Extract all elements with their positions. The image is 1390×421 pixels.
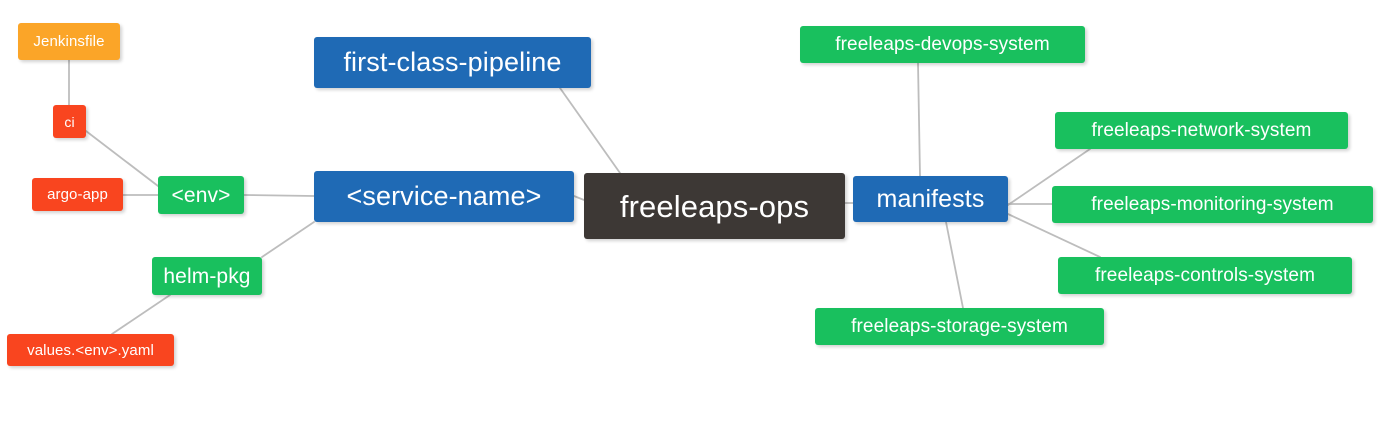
node-label-freeleaps-ops: freeleaps-ops <box>619 188 810 224</box>
node-label-env: <env> <box>171 183 231 207</box>
node-jenkinsfile[interactable]: Jenkinsfile <box>18 23 120 60</box>
node-env[interactable]: <env> <box>158 176 244 214</box>
edge-env-to-service-name <box>243 194 315 197</box>
node-label-freeleaps-devops-system: freeleaps-devops-system <box>835 34 1050 55</box>
node-first-class-pipeline[interactable]: first-class-pipeline <box>314 37 591 88</box>
node-label-ci: ci <box>64 113 75 130</box>
node-label-helm-pkg: helm-pkg <box>163 264 251 288</box>
edge-service-name-to-helm-pkg <box>261 221 315 258</box>
node-argo-app[interactable]: argo-app <box>32 178 123 211</box>
node-label-argo-app: argo-app <box>47 186 108 203</box>
node-freeleaps-network-system[interactable]: freeleaps-network-system <box>1055 112 1348 149</box>
node-freeleaps-storage-system[interactable]: freeleaps-storage-system <box>815 308 1104 345</box>
node-manifests[interactable]: manifests <box>853 176 1008 222</box>
node-freeleaps-devops-system[interactable]: freeleaps-devops-system <box>800 26 1085 63</box>
node-label-freeleaps-storage-system: freeleaps-storage-system <box>851 316 1068 337</box>
edge-service-name-to-freeleaps-ops <box>573 195 585 201</box>
edge-manifests-to-freeleaps-devops-system <box>917 62 921 177</box>
node-label-first-class-pipeline: first-class-pipeline <box>343 47 562 77</box>
node-label-freeleaps-network-system: freeleaps-network-system <box>1091 120 1312 141</box>
node-freeleaps-ops[interactable]: freeleaps-ops <box>584 173 845 239</box>
node-values-yaml[interactable]: values.<env>.yaml <box>7 334 174 366</box>
node-freeleaps-monitoring-system[interactable]: freeleaps-monitoring-system <box>1052 186 1373 223</box>
node-label-manifests: manifests <box>876 184 985 213</box>
node-label-jenkinsfile: Jenkinsfile <box>33 33 105 50</box>
node-label-freeleaps-controls-system: freeleaps-controls-system <box>1094 265 1316 286</box>
node-helm-pkg[interactable]: helm-pkg <box>152 257 262 295</box>
node-ci[interactable]: ci <box>53 105 86 138</box>
node-label-service-name: <service-name> <box>346 181 542 211</box>
node-freeleaps-controls-system[interactable]: freeleaps-controls-system <box>1058 257 1352 294</box>
edge-manifests-to-freeleaps-storage-system <box>945 221 964 309</box>
edge-helm-pkg-to-values-yaml <box>111 294 171 335</box>
edge-first-class-pipeline-to-freeleaps-ops <box>559 87 621 174</box>
node-service-name[interactable]: <service-name> <box>314 171 574 222</box>
node-label-values-yaml: values.<env>.yaml <box>27 341 154 359</box>
node-label-freeleaps-monitoring-system: freeleaps-monitoring-system <box>1091 194 1334 215</box>
